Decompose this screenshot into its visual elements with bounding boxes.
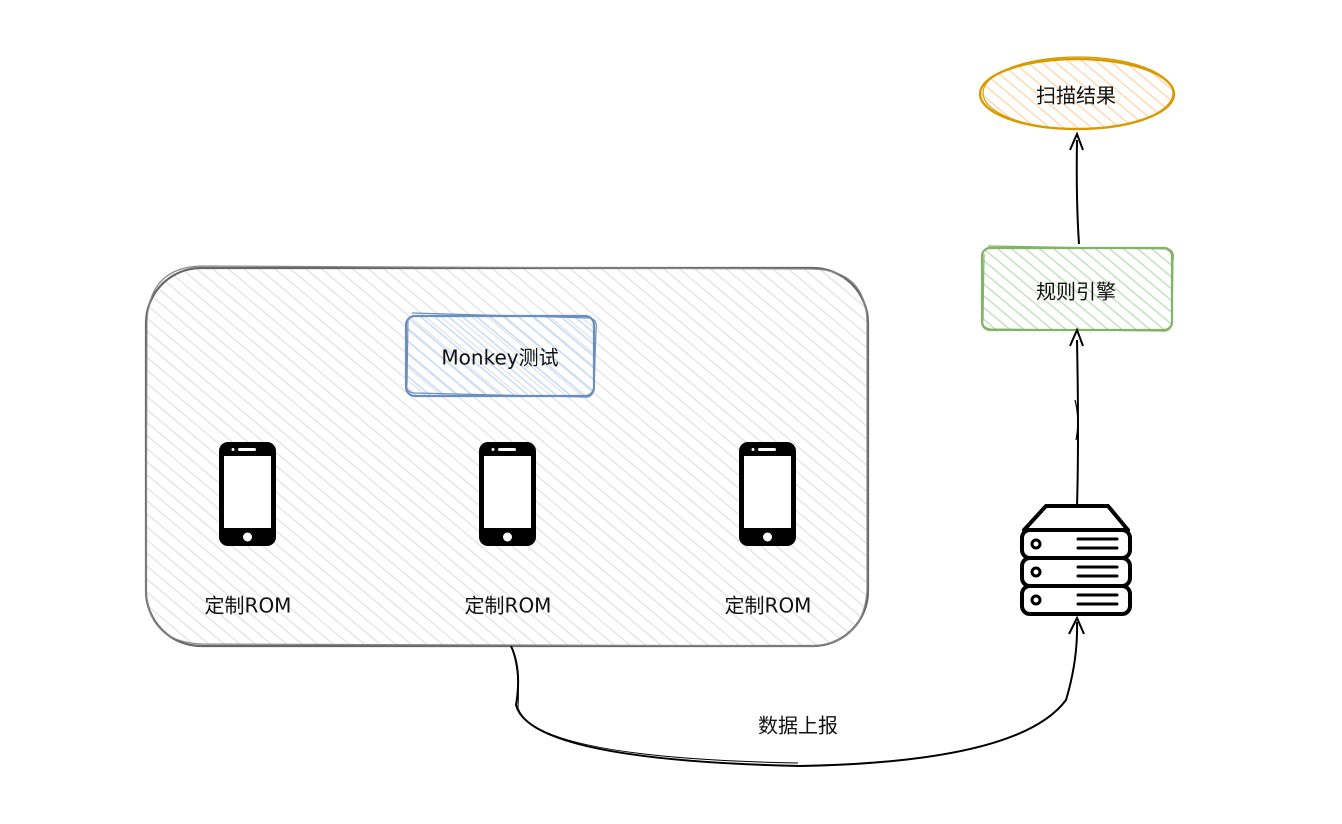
edge-rule-to-result	[1069, 131, 1084, 245]
rule-engine-label: 规则引擎	[1036, 279, 1116, 304]
scan-result-label: 扫描结果	[1036, 83, 1116, 108]
smartphone-icon	[219, 442, 276, 546]
edge-data-report	[510, 615, 1085, 768]
device-label: 定制ROM	[724, 593, 812, 618]
scan-result-ellipse[interactable]	[978, 56, 1176, 131]
monkey-test-label: Monkey测试	[441, 345, 559, 370]
device-label: 定制ROM	[464, 593, 552, 618]
smartphone-icon	[479, 442, 536, 546]
edge-server-to-rule	[1069, 327, 1084, 507]
rule-engine-box[interactable]	[980, 245, 1175, 332]
smartphone-icon	[739, 442, 796, 546]
data-report-label: 数据上报	[758, 713, 838, 738]
monkey-test-box[interactable]	[404, 312, 597, 398]
device-label: 定制ROM	[204, 593, 292, 618]
server-icon	[1020, 504, 1132, 616]
